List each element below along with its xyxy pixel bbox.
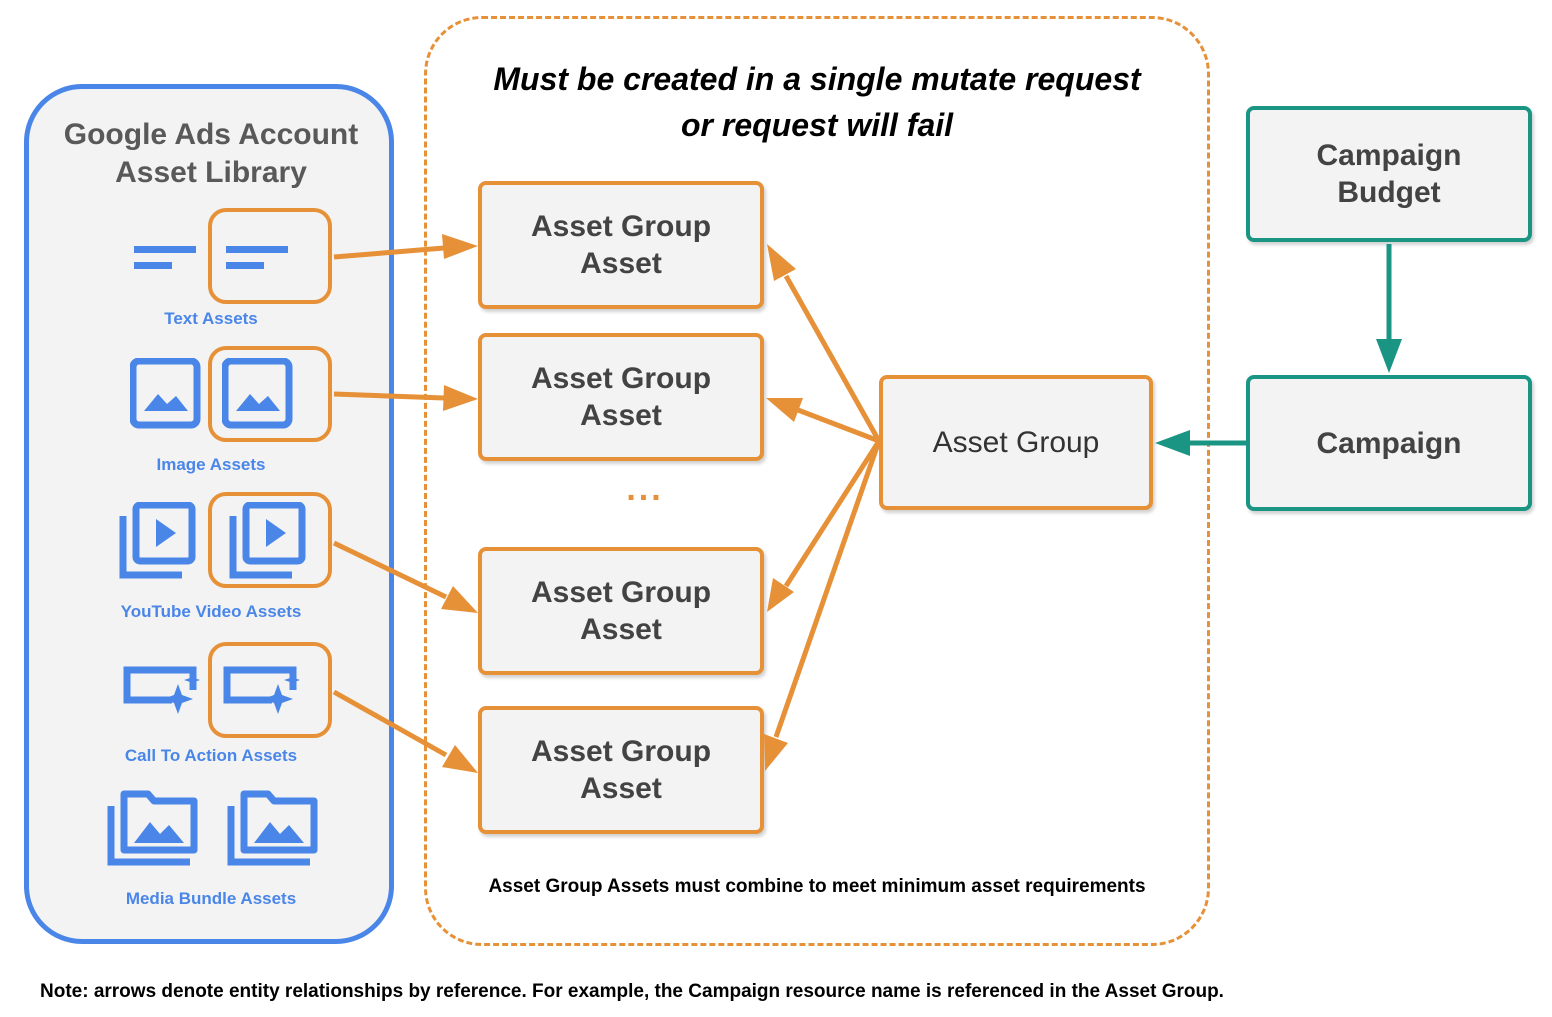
asset-group-reference-arrow: [773, 440, 882, 738]
image-asset-selection-frame[interactable]: [208, 346, 332, 442]
asset-group-asset-box[interactable]: Asset Group Asset: [478, 333, 764, 461]
text-lines-icon: [134, 246, 196, 269]
youtube-video-assets-label: YouTube Video Assets: [120, 602, 302, 621]
image-assets-label: Image Assets: [156, 455, 266, 474]
image-folder-icon: [107, 790, 198, 866]
arrowhead: [443, 385, 478, 411]
call-to-action-icon: [223, 666, 300, 714]
arrowhead: [766, 398, 803, 422]
arrowhead: [441, 586, 478, 613]
image-asset-reference-arrow: [333, 391, 445, 401]
video-asset-selection-frame[interactable]: [208, 492, 332, 588]
text-lines-icon: [226, 246, 288, 269]
text-assets-label: Text Assets: [164, 309, 258, 328]
text-asset-reference-arrow: [333, 245, 445, 260]
arrowhead: [767, 578, 794, 612]
mutate-request-title: Must be created in a single mutate reque…: [493, 61, 1141, 143]
campaign-box[interactable]: Campaign: [1246, 375, 1532, 511]
footer-note: Note: arrows denote entity relationships…: [40, 981, 1224, 1002]
image-icon: [130, 358, 201, 429]
asset-group-asset-box[interactable]: Asset Group Asset: [478, 181, 764, 309]
more-asset-group-assets-ellipsis: ...: [626, 470, 664, 508]
video-library-icon: [229, 502, 306, 579]
image-folder-icon: [227, 790, 318, 866]
call-to-action-asset-reference-arrow: [332, 689, 448, 758]
media-bundle-assets-label: Media Bundle Assets: [125, 889, 297, 908]
asset-group-reference-arrow: [783, 439, 882, 588]
arrowhead: [442, 745, 478, 773]
video-library-icon: [119, 502, 196, 579]
asset-library-title: Google Ads Account Asset Library: [63, 118, 359, 189]
call-to-action-asset-selection-frame[interactable]: [208, 642, 332, 738]
asset-group-asset-box[interactable]: Asset Group Asset: [478, 706, 764, 834]
campaign-budget-box[interactable]: Campaign Budget: [1246, 106, 1532, 242]
call-to-action-icon: [123, 666, 200, 714]
arrowhead: [767, 244, 796, 281]
arrowhead: [442, 234, 478, 259]
arrowhead: [764, 734, 788, 771]
asset-requirements-note: Asset Group Assets must combine to meet …: [488, 876, 1146, 897]
text-asset-selection-frame[interactable]: [208, 208, 332, 304]
asset-group-reference-arrow: [783, 274, 882, 443]
arrowhead: [1155, 430, 1190, 456]
arrowhead: [1376, 339, 1402, 373]
asset-group-asset-box[interactable]: Asset Group Asset: [478, 547, 764, 675]
call-to-action-assets-label: Call To Action Assets: [124, 746, 298, 765]
video-asset-reference-arrow: [332, 540, 448, 600]
image-icon: [222, 358, 293, 429]
asset-group-box[interactable]: Asset Group: [879, 375, 1153, 510]
asset-group-reference-arrow: [797, 407, 880, 444]
